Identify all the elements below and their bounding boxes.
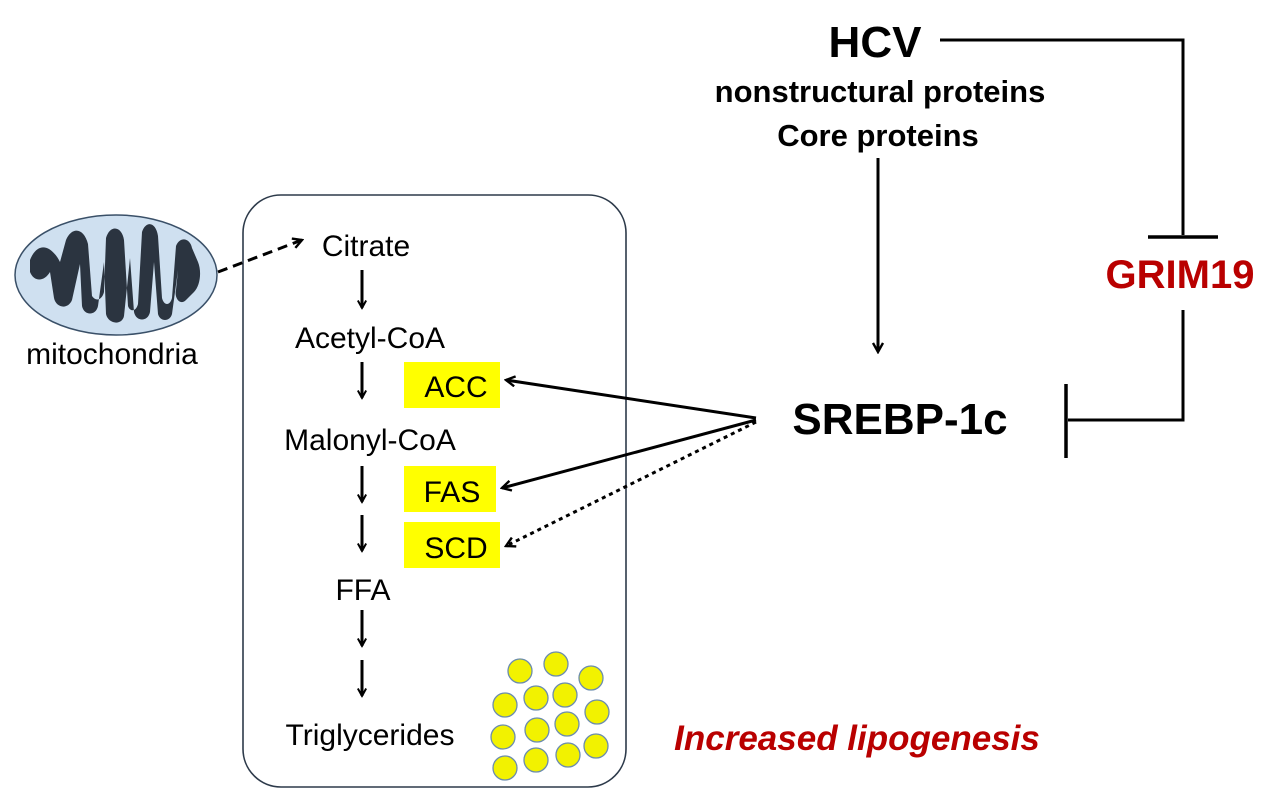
srebp-to-acc-arrow	[506, 380, 757, 420]
scd-highlight	[404, 522, 500, 568]
grim19-label: GRIM19	[1106, 253, 1255, 297]
acetyl-coa-label: Acetyl-CoA	[295, 322, 445, 355]
hcv-nonstructural-label: nonstructural proteins	[715, 74, 1046, 109]
hcv-inhibits-grim19-line	[940, 38, 1185, 235]
acc-label: ACC	[424, 371, 487, 404]
srebp-to-scd-arrow	[506, 420, 757, 546]
srebp-to-fas-arrow	[502, 418, 757, 488]
citrate-label: Citrate	[322, 230, 410, 263]
increased-lipogenesis-label: Increased lipogenesis	[674, 719, 1040, 758]
srebp-1c-label: SREBP-1c	[792, 395, 1007, 444]
mitochondria-icon	[14, 214, 218, 336]
malonyl-coa-label: Malonyl-CoA	[284, 424, 456, 457]
mitochondria-label: mitochondria	[26, 338, 198, 371]
ffa-label: FFA	[335, 574, 390, 607]
scd-label: SCD	[424, 532, 487, 565]
mito-to-citrate-arrow	[217, 240, 302, 274]
fas-highlight	[404, 466, 496, 512]
lipid-droplets-icon	[490, 651, 610, 781]
cell-compartment-box	[242, 194, 627, 788]
fas-label: FAS	[424, 476, 481, 509]
triglycerides-label: Triglycerides	[286, 719, 455, 752]
acc-highlight	[404, 362, 500, 408]
hcv-label: HCV	[829, 18, 923, 67]
hcv-core-label: Core proteins	[777, 118, 979, 153]
grim19-inhibits-srebp-line	[1068, 310, 1185, 422]
